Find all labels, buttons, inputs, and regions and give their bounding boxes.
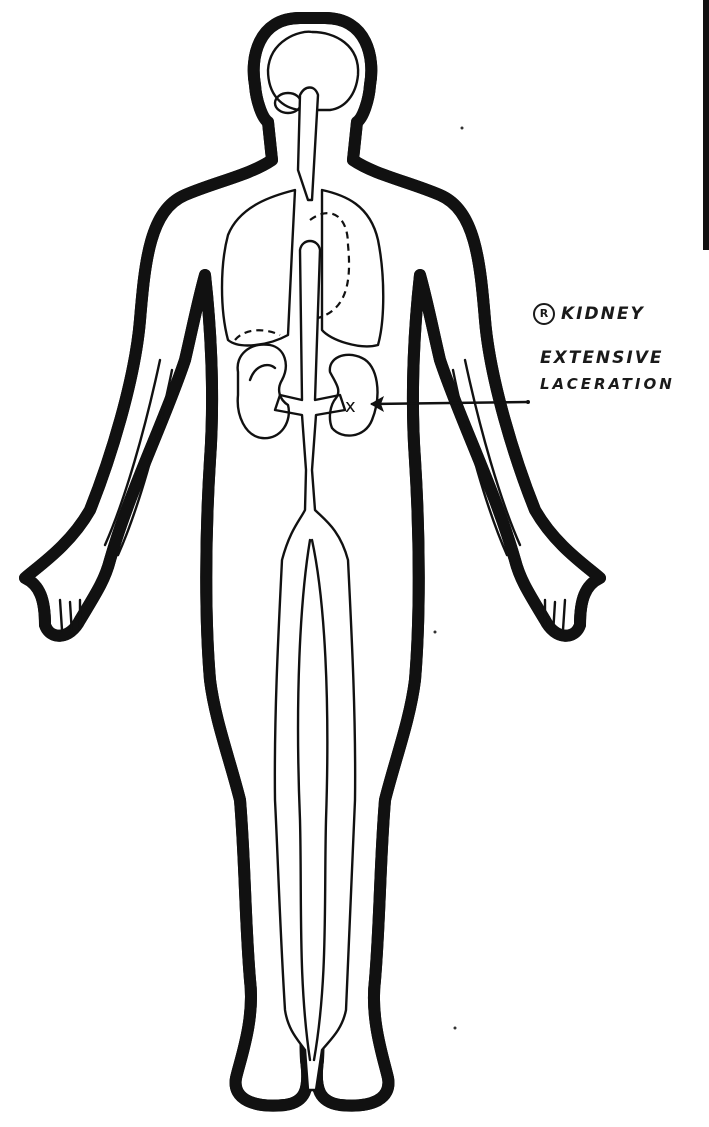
scan-specks	[434, 127, 464, 1030]
left-kidney-inner	[250, 365, 275, 380]
liver-dashed	[235, 330, 280, 340]
left-lung	[222, 190, 295, 345]
annotation-extensive: EXTENSIVE	[540, 348, 664, 368]
annotation-kidney-label: KIDNEY	[561, 304, 645, 324]
right-lung	[322, 190, 383, 346]
central-vessel	[275, 88, 355, 1091]
left-kidney	[238, 345, 289, 439]
injury-x-mark: x	[345, 396, 356, 417]
annotation-kidney: R KIDNEY	[533, 303, 645, 325]
circled-r-symbol: R	[533, 303, 555, 325]
annotation-laceration: LACERATION	[540, 375, 675, 393]
